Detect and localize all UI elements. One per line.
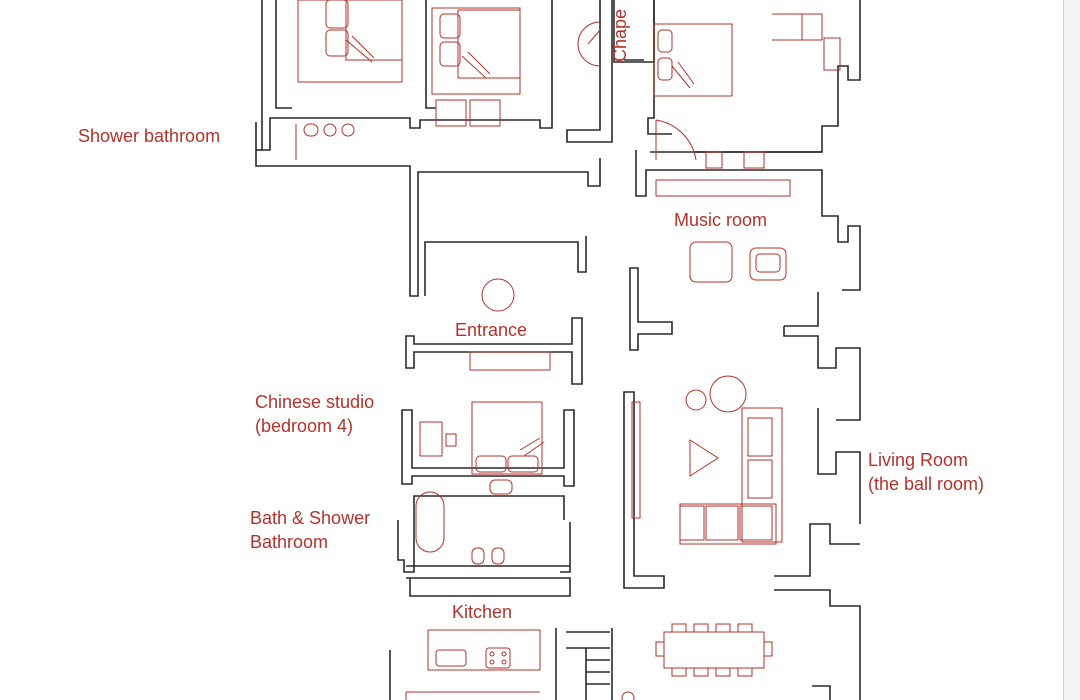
- label-living-room-line1: Living Room: [868, 450, 969, 470]
- label-bath-shower-line1: Bath & Shower: [250, 508, 371, 528]
- furniture: [295, 0, 841, 700]
- label-music-room: Music room: [674, 210, 768, 230]
- label-chinese-studio-line1: Chinese studio: [255, 392, 375, 412]
- label-kitchen: Kitchen: [452, 602, 513, 622]
- label-entrance: Entrance: [455, 320, 528, 340]
- label-chinese-studio-line2: (bedroom 4): [255, 416, 354, 436]
- label-chapel: Chape: [610, 8, 630, 62]
- label-shower-bathroom: Shower bathroom: [78, 126, 221, 146]
- walls: [255, 0, 861, 700]
- label-living-room-line2: (the ball room): [868, 474, 985, 494]
- page-edge-scroll-gutter: [1063, 0, 1080, 700]
- label-bath-shower-line2: Bathroom: [250, 532, 329, 552]
